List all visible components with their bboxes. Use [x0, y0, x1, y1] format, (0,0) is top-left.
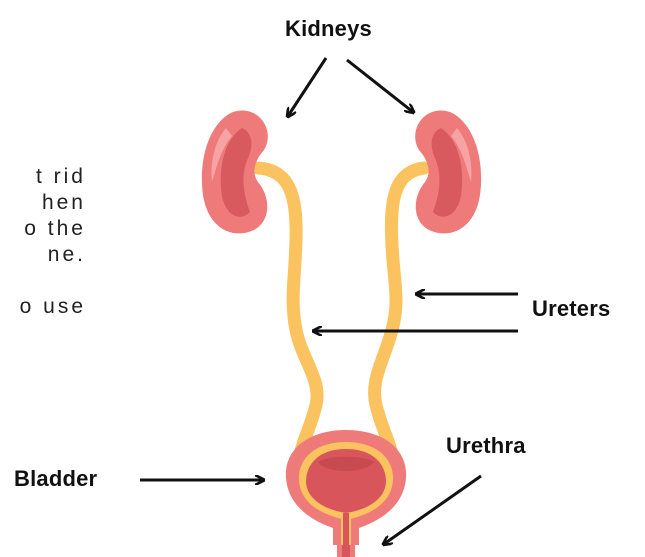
bladder-label: Bladder	[14, 466, 97, 492]
body-text-line: hen	[0, 190, 86, 216]
body-text-line	[0, 268, 86, 294]
cropped-body-text: t rid hen o the ne. o use	[0, 164, 86, 320]
body-text-line: o the	[0, 216, 86, 242]
body-text-line: o use	[0, 294, 86, 320]
body-text-line: ne.	[0, 242, 86, 268]
kidney-arrow-left	[288, 58, 326, 116]
body-text-line: t rid	[0, 164, 86, 190]
urethra-label: Urethra	[446, 433, 526, 459]
kidney-arrow-right	[347, 60, 413, 112]
left-ureter	[258, 168, 317, 460]
bladder	[286, 430, 406, 545]
ureters-label: Ureters	[532, 296, 610, 322]
kidneys-label: Kidneys	[285, 16, 372, 42]
